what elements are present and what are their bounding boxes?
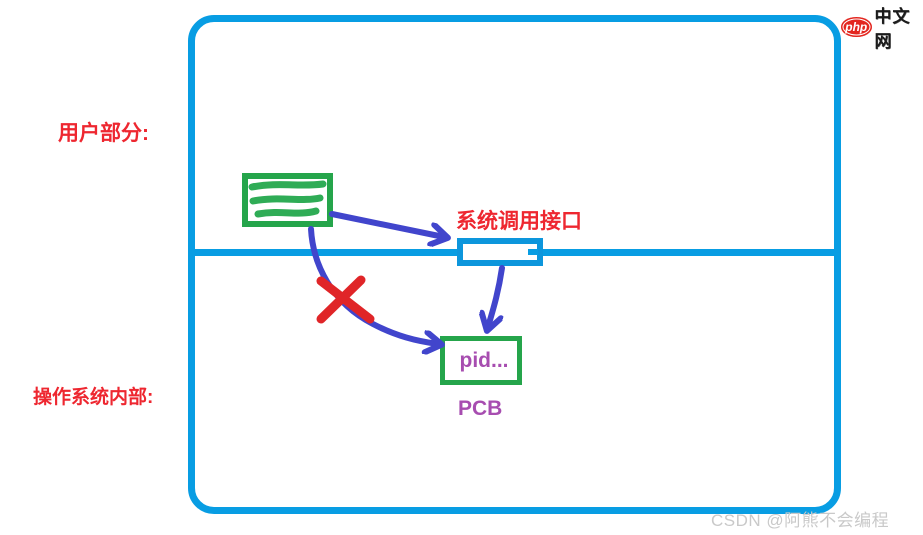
user-part-label: 用户部分: xyxy=(58,122,149,145)
csdn-watermark: CSDN @阿熊不会编程 xyxy=(711,511,890,530)
php-site-text: 中文网 xyxy=(874,7,911,51)
php-logo-icon: php xyxy=(841,17,872,37)
os-internal-label: 操作系统内部: xyxy=(33,387,154,408)
php-cn-logo: php 中文网 xyxy=(841,2,923,52)
os-boundary-frame xyxy=(188,15,841,514)
syscall-interface-label: 系统调用接口 xyxy=(456,210,582,233)
syscall-interface-box xyxy=(457,238,543,266)
pcb-label: PCB xyxy=(458,397,503,420)
pcb-box: pid... xyxy=(440,336,522,385)
pid-text: pid... xyxy=(459,348,509,372)
user-program-box xyxy=(242,173,333,227)
